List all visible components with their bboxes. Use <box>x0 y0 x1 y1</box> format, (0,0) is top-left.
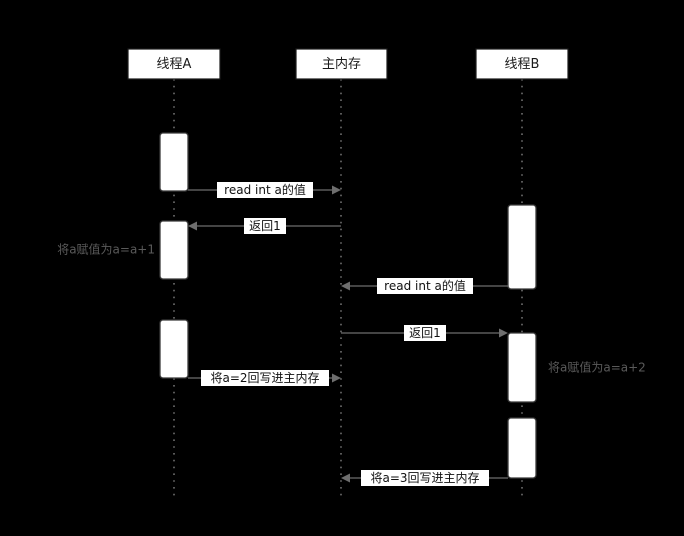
message-label: read int a的值 <box>224 182 306 197</box>
participant-box <box>127 48 221 80</box>
message-arrowhead <box>332 185 341 195</box>
message-label: 将a=3回写进主内存 <box>370 471 479 485</box>
activation-bar-thread-b-3 <box>507 417 537 479</box>
note-note-thread-b-assign: 将a赋值为a=a+2 <box>548 360 646 375</box>
message-label-background <box>201 370 329 386</box>
message-label-background <box>217 182 313 198</box>
message-arrowhead <box>341 281 350 291</box>
message-msg-read-a-thread-b[interactable]: read int a的值 <box>341 278 508 294</box>
participant-label: 主内存 <box>322 56 361 72</box>
message-label-background <box>377 278 473 294</box>
activation-bar-thread-a-3 <box>159 319 189 379</box>
activation-bar-thread-a-2 <box>159 220 189 280</box>
note-note-thread-a-assign: 将a赋值为a=a+1 <box>57 242 155 257</box>
message-arrowhead <box>332 373 341 383</box>
activation-bar-thread-b-1 <box>507 204 537 290</box>
message-msg-writeback-a3[interactable]: 将a=3回写进主内存 <box>341 470 508 486</box>
participant-box <box>475 48 569 80</box>
participant-heads-layer: 线程A 主内存 线程B <box>127 48 569 80</box>
activation-bar-thread-a-1 <box>159 132 189 192</box>
message-label-background <box>361 470 489 486</box>
participant-head-thread-a[interactable]: 线程A <box>127 48 221 80</box>
participant-label: 线程A <box>157 57 192 72</box>
message-arrowhead <box>341 473 350 483</box>
participant-box <box>295 48 388 80</box>
message-msg-read-a-thread-a[interactable]: read int a的值 <box>188 182 341 198</box>
message-arrowhead <box>499 328 508 338</box>
message-msg-writeback-a2[interactable]: 将a=2回写进主内存 <box>188 370 341 386</box>
notes-layer: 将a赋值为a=a+1 将a赋值为a=a+2 <box>57 242 646 375</box>
message-label: 将a=2回写进主内存 <box>210 371 319 385</box>
message-label-background <box>404 325 446 341</box>
message-label-background <box>244 218 286 234</box>
participant-head-main-memory[interactable]: 主内存 <box>295 48 388 80</box>
message-label: read int a的值 <box>384 278 466 293</box>
message-msg-return-1-thread-b[interactable]: 返回1 <box>341 325 508 341</box>
activation-bar-thread-b-2 <box>507 332 537 403</box>
message-label: 返回1 <box>249 219 281 233</box>
message-arrowhead <box>188 221 197 231</box>
message-label: 返回1 <box>409 326 441 340</box>
activations-layer <box>159 132 537 479</box>
participant-label: 线程B <box>505 57 540 72</box>
message-msg-return-1-thread-a[interactable]: 返回1 <box>188 218 341 234</box>
participant-head-thread-b[interactable]: 线程B <box>475 48 569 80</box>
